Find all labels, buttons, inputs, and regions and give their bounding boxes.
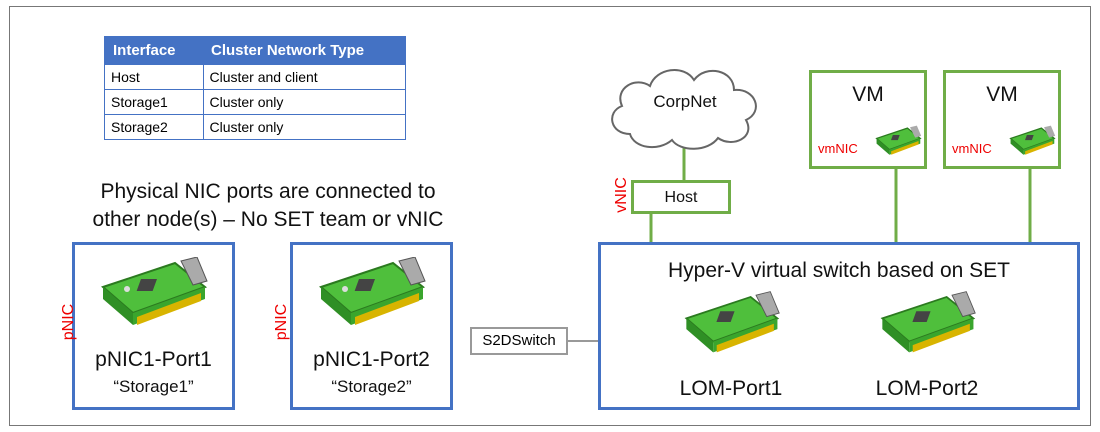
- table-row: Host Cluster and client: [104, 64, 406, 90]
- hyperv-switch-box: Hyper-V virtual switch based on SET LOM-…: [598, 242, 1080, 410]
- table-cell: Cluster only: [202, 114, 406, 140]
- pnic-card-name: pNIC1-Port2: [313, 348, 430, 371]
- physical-nic-note: Physical NIC ports are connected to othe…: [48, 178, 488, 234]
- table-cell: Storage2: [104, 114, 204, 140]
- corpnet-label: CorpNet: [653, 92, 717, 111]
- nic-card-icon: [684, 291, 780, 353]
- table-header-interface: Interface: [104, 36, 203, 65]
- s2dswitch-box: S2DSwitch: [470, 327, 568, 355]
- pnic-card-name: pNIC1-Port1: [95, 348, 212, 371]
- pnic-port1-card: pNIC1-Port1 “Storage1”: [72, 242, 235, 410]
- table-row: Storage2 Cluster only: [104, 114, 406, 140]
- table-header-type: Cluster Network Type: [203, 36, 406, 65]
- nic-card-icon: [1009, 125, 1056, 155]
- vnic-side-label: vNIC: [613, 177, 630, 213]
- pnic-card-role: “Storage2”: [331, 377, 412, 396]
- pnic-port2-card: pNIC1-Port2 “Storage2”: [290, 242, 453, 410]
- table-row: Storage1 Cluster only: [104, 89, 406, 115]
- pnic-card-role: “Storage1”: [113, 377, 194, 396]
- vswitch-title: Hyper-V virtual switch based on SET: [668, 259, 1010, 282]
- host-label: Host: [664, 189, 698, 206]
- pnic-side-label: pNIC: [60, 303, 77, 341]
- pnic-side-label: pNIC: [273, 303, 290, 341]
- nic-card-icon: [319, 257, 426, 325]
- table-cell: Cluster only: [202, 89, 406, 115]
- nic-card-icon: [875, 125, 922, 155]
- table-header-row: Interface Cluster Network Type: [104, 36, 406, 65]
- vm-label: VM: [986, 83, 1018, 106]
- note-line-1: Physical NIC ports are connected to: [100, 180, 436, 203]
- host-box: Host: [631, 180, 731, 214]
- nic-card-icon: [880, 291, 976, 353]
- nic-card-icon: [101, 257, 208, 325]
- table-cell: Cluster and client: [202, 64, 406, 90]
- vm-label: VM: [852, 83, 884, 106]
- note-line-2: other node(s) – No SET team or vNIC: [92, 208, 444, 231]
- cloud-icon: [611, 68, 757, 150]
- vmnic-label: vmNIC: [818, 141, 858, 156]
- vm-box: VM vmNIC: [943, 70, 1061, 169]
- vm-box: VM vmNIC: [809, 70, 927, 169]
- cluster-network-table: Interface Cluster Network Type Host Clus…: [104, 36, 406, 140]
- lom-port-label: LOM-Port1: [679, 377, 783, 400]
- diagram-frame: [9, 6, 1091, 426]
- lom-port-label: LOM-Port2: [875, 377, 979, 400]
- vmnic-label: vmNIC: [952, 141, 992, 156]
